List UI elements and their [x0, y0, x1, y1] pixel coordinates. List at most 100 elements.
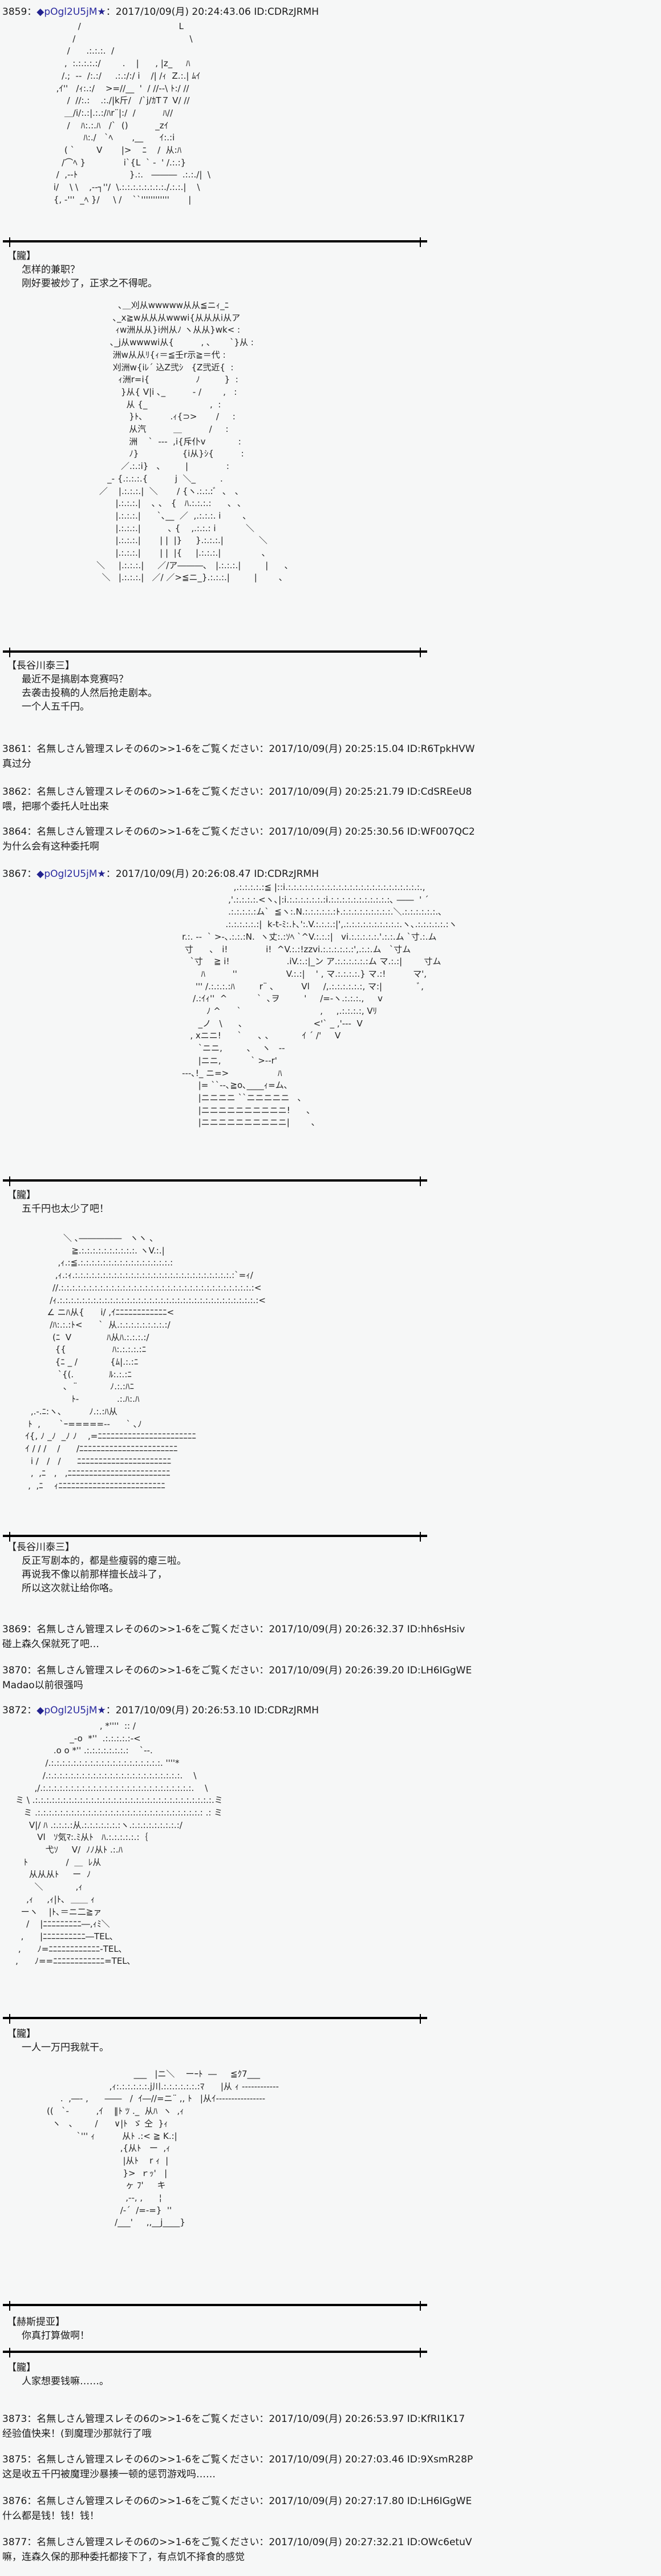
post-header: 3869：名無しさん管理スレその6の>>1-6をご覧ください：2017/10/0… — [2, 1623, 465, 1636]
poster-name: ：名無しさん管理スレその6の>>1-6をご覧ください： — [27, 743, 269, 755]
post-date: 2017/10/09(月) 20:26:39.20 ID:LH6IGgWE — [269, 1665, 472, 1676]
post-number[interactable]: 3873 — [2, 2413, 27, 2425]
ascii-art-illustration: ___ |ニ＼ ーｰﾄ ― ≦ｸ7___ ,ｨ:.:.:.:.:.:.j川.:.… — [46, 2069, 279, 2228]
speaker-name: 【長谷川泰三】 — [7, 1542, 75, 1553]
dialogue-block: 【朧】 一人一万円我就干。 — [7, 2027, 109, 2055]
dialogue-line: 五千円也太少了吧！ — [22, 1203, 109, 1215]
post-number[interactable]: 3870 — [2, 1665, 27, 1676]
dialogue-line: 你真打算做啊！ — [22, 2330, 90, 2342]
reply-post: 3877：名無しさん管理スレその6の>>1-6をご覧ください：2017/10/0… — [2, 2536, 472, 2563]
post-date: 2017/10/09(月) 20:26:53.97 ID:KfRI1K17 — [269, 2413, 465, 2425]
dialogue-line: 人家想要钱嘛……。 — [22, 2376, 109, 2387]
post-header: 3859：◆pOgl2U5jM★：2017/10/09(月) 20:24:43.… — [2, 6, 319, 18]
dialogue-line: 一人一万円我就干。 — [22, 2042, 109, 2053]
post-header: 3872：◆pOgl2U5jM★：2017/10/09(月) 20:26:53.… — [2, 1704, 319, 1717]
diamond-icon: ◆ — [37, 1705, 44, 1716]
star-icon: ★ — [97, 1705, 106, 1716]
post-date: 2017/10/09(月) 20:25:30.56 ID:WF007QC2 — [269, 826, 475, 838]
dialogue-line: 去袭击投稿的人然后抢走剧本。 — [22, 688, 157, 699]
scene-separator — [3, 2014, 427, 2024]
post-number[interactable]: 3877 — [2, 2537, 27, 2548]
post-number[interactable]: 3875 — [2, 2454, 27, 2465]
dialogue-block: 【長谷川泰三】 最近不是搞剧本竞赛吗？ 去袭击投稿的人然后抢走剧本。 一个人五千… — [7, 659, 157, 714]
dialogue-line: 反正写剧本的，都是些瘦弱的瘪三啦。 — [22, 1555, 186, 1567]
poster-name: ：名無しさん管理スレその6の>>1-6をご覧ください： — [27, 2413, 269, 2425]
scene-separator — [3, 2301, 427, 2311]
scene-separator — [3, 1176, 427, 1186]
post-date: 2017/10/09(月) 20:27:17.80 ID:LH6IGgWE — [269, 2496, 472, 2507]
reply-post: 3875：名無しさん管理スレその6の>>1-6をご覧ください：2017/10/0… — [2, 2453, 473, 2481]
post-number[interactable]: 3867 — [2, 868, 27, 880]
scene-separator — [3, 237, 427, 247]
dialogue-block: 【朧】 人家想要钱嘛……。 — [7, 2361, 109, 2388]
poster-name: ：名無しさん管理スレその6の>>1-6をご覧ください： — [27, 2537, 269, 2548]
reply-post: 3864：名無しさん管理スレその6の>>1-6をご覧ください：2017/10/0… — [2, 826, 475, 853]
post-date: 2017/10/09(月) 20:25:21.79 ID:CdSREeU8 — [269, 786, 472, 798]
separator-text: ： — [27, 6, 37, 18]
dialogue-block: 【赫斯提亚】 你真打算做啊！ — [7, 2315, 90, 2343]
post-number[interactable]: 3872 — [2, 1705, 27, 1716]
speaker-name: 【朧】 — [7, 2362, 36, 2373]
ascii-art-illustration: ,.:.:.:.:.:≦ |::i.:.:.:.:.:.:.:.:.:.:.:.… — [182, 882, 457, 1128]
diamond-icon: ◆ — [37, 6, 44, 18]
post-number[interactable]: 3862 — [2, 786, 27, 798]
post-header: 3875：名無しさん管理スレその6の>>1-6をご覧ください：2017/10/0… — [2, 2453, 473, 2466]
post-header: 3877：名無しさん管理スレその6の>>1-6をご覧ください：2017/10/0… — [2, 2536, 472, 2549]
dialogue-line: 最近不是搞剧本竞赛吗？ — [22, 674, 128, 685]
poster-name: ：名無しさん管理スレその6の>>1-6をご覧ください： — [27, 786, 269, 798]
ascii-art-illustration: ＼ ､――――― ヽヽ ､ ≧.:.:.:.:.:.:.:.:.:.:. ヽV.… — [25, 1233, 266, 1491]
post-body: 嘛，连森久保的那种委托都接下了，有点饥不择食的感觉 — [2, 2551, 245, 2563]
ascii-art-illustration: / L / \ / .:.:.:. / , :.:.:.:.:/ . | , |… — [53, 21, 210, 205]
dialogue-line: 所以这次就让给你咯。 — [22, 1583, 119, 1594]
separator-text: ： — [27, 1705, 37, 1716]
dialogue-line: 再说我不像以前那样擅长战斗了， — [22, 1569, 167, 1580]
post-header: 3876：名無しさん管理スレその6の>>1-6をご覧ください：2017/10/0… — [2, 2495, 472, 2508]
reply-post: 3876：名無しさん管理スレその6の>>1-6をご覧ください：2017/10/0… — [2, 2495, 472, 2522]
post-header: 3867：◆pOgl2U5jM★：2017/10/09(月) 20:26:08.… — [2, 868, 319, 880]
poster-name: ：名無しさん管理スレその6の>>1-6をご覧ください： — [27, 2496, 269, 2507]
reply-post: 3870：名無しさん管理スレその6の>>1-6をご覧ください：2017/10/0… — [2, 1664, 472, 1692]
dialogue-line: 一个人五千円。 — [22, 701, 90, 713]
post-header: 3861：名無しさん管理スレその6の>>1-6をご覧ください：2017/10/0… — [2, 743, 475, 755]
ascii-art-illustration: , *'''' :: / _-o *'' .:.:.:.:.:-< .o o *… — [15, 1721, 223, 1967]
post-body: 碰上森久保就死了吧… — [2, 1639, 99, 1650]
dialogue-line: 刚好要被炒了，正求之不得呢。 — [22, 278, 157, 289]
post-number[interactable]: 3861 — [2, 743, 27, 755]
post-date: 2017/10/09(月) 20:26:53.10 ID:CDRzJRMH — [115, 1705, 319, 1716]
post-body: 经验值快来！(到魔理沙那就行了哦 — [2, 2428, 152, 2440]
post-date: 2017/10/09(月) 20:25:15.04 ID:R6TpkHVW — [269, 743, 475, 755]
trip-code: pOgl2U5jM — [44, 868, 98, 880]
scene-separator — [3, 1532, 427, 1542]
post-number[interactable]: 3869 — [2, 1624, 27, 1635]
poster-name: ：名無しさん管理スレその6の>>1-6をご覧ください： — [27, 2454, 269, 2465]
post-date: 2017/10/09(月) 20:27:03.46 ID:9XsmR28P — [269, 2454, 473, 2465]
star-icon: ★ — [97, 868, 106, 880]
separator-text: ： — [106, 868, 116, 880]
post-body: 为什么会有这种委托啊 — [2, 841, 99, 852]
dialogue-block: 【長谷川泰三】 反正写剧本的，都是些瘦弱的瘪三啦。 再说我不像以前那样擅长战斗了… — [7, 1540, 186, 1595]
post-body: 真过分 — [2, 758, 31, 770]
diamond-icon: ◆ — [37, 868, 44, 880]
post-number[interactable]: 3876 — [2, 2496, 27, 2507]
post-header: 3862：名無しさん管理スレその6の>>1-6をご覧ください：2017/10/0… — [2, 786, 472, 798]
star-icon: ★ — [97, 6, 106, 18]
ascii-art-illustration: ､＿刈从wwwww从从≦ニｨ_ﾆ ､_x≧w从从从wwwi{从从从i从ア ｨw洲… — [96, 300, 289, 583]
trip-code: pOgl2U5jM — [44, 1705, 98, 1716]
reply-post: 3873：名無しさん管理スレその6の>>1-6をご覧ください：2017/10/0… — [2, 2413, 465, 2440]
reply-post: 3862：名無しさん管理スレその6の>>1-6をご覧ください：2017/10/0… — [2, 786, 472, 813]
separator-text: ： — [106, 6, 116, 18]
post-date: 2017/10/09(月) 20:27:32.21 ID:OWc6etuV — [269, 2537, 472, 2548]
post-header: 3870：名無しさん管理スレその6の>>1-6をご覧ください：2017/10/0… — [2, 1664, 472, 1677]
post-body: Madao以前很强吗 — [2, 1680, 83, 1691]
post-body: 喂，把哪个委托人吐出来 — [2, 801, 109, 812]
post-body: 这是收五千円被魔理沙暴揍一顿的惩罚游戏吗…… — [2, 2469, 216, 2480]
dialogue-block: 【朧】 怎样的兼职？ 刚好要被炒了，正求之不得呢。 — [7, 249, 157, 290]
post-date: 2017/10/09(月) 20:26:32.37 ID:hh6sHsiv — [269, 1624, 465, 1635]
speaker-name: 【朧】 — [7, 2028, 36, 2040]
dialogue-line: 怎样的兼职？ — [22, 264, 80, 276]
post-number[interactable]: 3864 — [2, 826, 27, 838]
speaker-name: 【長谷川泰三】 — [7, 660, 75, 672]
post-number[interactable]: 3859 — [2, 6, 27, 18]
post-header: 3864：名無しさん管理スレその6の>>1-6をご覧ください：2017/10/0… — [2, 826, 475, 838]
poster-name: ：名無しさん管理スレその6の>>1-6をご覧ください： — [27, 826, 269, 838]
